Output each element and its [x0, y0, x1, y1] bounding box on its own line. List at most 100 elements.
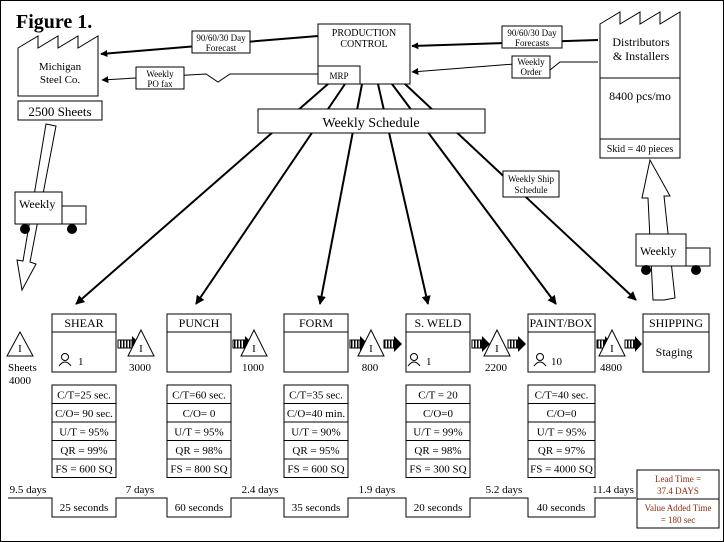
value-added-line1: Value Added Time — [644, 503, 711, 513]
process-metric: C/O= 90 sec. — [55, 408, 113, 420]
data-box-paint-box: C/T=40 sec.C/O=0U/T = 95%QR = 97%FS = 40… — [527, 384, 596, 478]
wait-time: 9.5 days — [10, 484, 47, 496]
process-paint-box: PAINT/BOX 10 — [527, 313, 596, 373]
customer-truck-icon — [635, 233, 711, 275]
process-metric: QR = 99% — [60, 445, 107, 457]
process-metric: C/O=40 min. — [287, 408, 345, 420]
process-name: SHEAR — [64, 316, 103, 330]
data-box-form: C/T=35 sec.C/O=40 min.U/T = 90%QR = 95%F… — [283, 384, 349, 478]
process-metric: U/T = 90% — [291, 427, 340, 439]
process-metric: FS = 600 SQ — [55, 464, 112, 476]
inventory-icon: I — [483, 328, 511, 357]
process-metric: C/T = 20 — [418, 390, 458, 402]
cycle-time: 40 seconds — [537, 502, 586, 514]
inventory-triangles: I I I I I I — [6, 328, 626, 357]
process-punch: PUNCH — [166, 313, 232, 373]
supplier-quantity: 2500 Sheets — [28, 104, 91, 119]
operator-icon — [58, 353, 72, 367]
operator-count: 1 — [426, 356, 432, 368]
svg-text:I: I — [139, 343, 143, 355]
po-fax-arrow — [101, 73, 318, 84]
process-form: FORM — [283, 313, 349, 373]
process-metric: C/T=40 sec. — [535, 390, 589, 402]
lead-time-value: 37.4 DAYS — [657, 486, 699, 496]
operator-icon — [407, 353, 421, 367]
data-box-punch: C/T=60 sec.C/O= 0U/T = 95%QR = 98%FS = 8… — [166, 384, 232, 478]
process-shear: SHEAR 1 — [51, 313, 117, 373]
timeline-cycle-times: 25 seconds 60 seconds 35 seconds 20 seco… — [60, 502, 586, 514]
ship-schedule-line1: Weekly Ship — [508, 174, 555, 184]
process-metric: U/T = 95% — [537, 427, 586, 439]
process-metric: QR = 95% — [292, 445, 339, 457]
mrp-box — [317, 65, 361, 85]
timeline-waits: 9.5 days 7 days 2.4 days 1.9 days 5.2 da… — [10, 484, 634, 496]
supplier-truck-label: Weekly — [19, 197, 55, 211]
svg-text:I: I — [495, 343, 499, 355]
process-metric: C/T=25 sec. — [57, 390, 111, 402]
process-spot-weld: S. WELD 1 — [405, 313, 471, 373]
wait-time: 11.4 days — [592, 484, 634, 496]
weekly-schedule-label: Weekly Schedule — [322, 116, 419, 131]
process-metric: FS = 600 SQ — [287, 464, 344, 476]
cycle-time: 60 seconds — [175, 502, 224, 514]
customer-truck-label: Weekly — [640, 244, 676, 258]
lead-time-line1: Lead Time = — [655, 474, 701, 484]
inventory-icon: I — [598, 328, 626, 357]
inventory-qty-line2: 4000 — [9, 375, 32, 387]
customer-order-arrow — [411, 61, 598, 75]
customer-order-box — [511, 55, 551, 79]
process-name: S. WELD — [414, 316, 461, 330]
process-metric: C/O=0 — [546, 408, 577, 420]
inventory-icon: I — [357, 328, 385, 357]
supplier-truck-icon — [14, 191, 87, 234]
push-arrow-icon — [507, 336, 526, 352]
data-box-shear: C/T=25 sec. C/O= 90 sec. U/T = 95% QR = 99%… — [51, 384, 117, 478]
shipping-name: SHIPPING — [649, 316, 703, 330]
inventory-icon: I — [127, 328, 155, 357]
supplier-quantity-box — [17, 100, 103, 121]
wait-time: 7 days — [126, 484, 154, 496]
process-metric: FS = 300 SQ — [409, 464, 466, 476]
process-metric: FS = 800 SQ — [170, 464, 227, 476]
customer-order-line1: Weekly — [517, 57, 545, 67]
operator-count: 1 — [78, 356, 84, 368]
process-name: PAINT/BOX — [530, 316, 593, 330]
inventory-qty: 800 — [362, 362, 379, 374]
wait-time: 1.9 days — [359, 484, 396, 496]
process-metric: QR = 98% — [414, 445, 461, 457]
weekly-schedule-box — [257, 108, 486, 134]
inventory-qty: 2200 — [485, 362, 508, 374]
supplier-name-line2: Steel Co. — [40, 74, 81, 86]
process-metric: U/T = 99% — [413, 427, 462, 439]
value-added-value: = 180 sec — [661, 515, 696, 525]
supplier-forecast-line1: 90/60/30 Day — [196, 33, 246, 43]
process-name: PUNCH — [179, 316, 220, 330]
process-metric: U/T = 95% — [59, 427, 108, 439]
shipping-sub: Staging — [656, 345, 693, 359]
cycle-time: 20 seconds — [414, 502, 463, 514]
po-fax-line2: PO fax — [147, 79, 173, 89]
inventory-qty: Sheets — [8, 362, 37, 374]
shipping-box: SHIPPING Staging — [642, 313, 710, 373]
figure-title: Figure 1. — [16, 11, 92, 33]
production-control-line1: PRODUCTION — [332, 28, 396, 39]
wait-time: 5.2 days — [486, 484, 523, 496]
ship-schedule-box — [502, 170, 560, 198]
push-arrow-icon — [624, 336, 642, 352]
lead-time-summary: Lead Time = 37.4 DAYS Value Added Time =… — [636, 469, 720, 529]
supplier-forecast-box — [191, 30, 251, 54]
process-metric: U/T = 95% — [174, 427, 223, 439]
inventory-qty: 3000 — [129, 362, 152, 374]
supplier-name-line1: Michigan — [39, 61, 82, 73]
timeline-line — [8, 497, 636, 518]
process-name: FORM — [299, 316, 333, 330]
operator-count: 10 — [551, 356, 563, 368]
production-control-line2: CONTROL — [340, 39, 387, 50]
svg-text:I: I — [369, 343, 373, 355]
cycle-time: 35 seconds — [292, 502, 341, 514]
customer-demand: 8400 pcs/mo — [609, 89, 671, 103]
customer-order-line2: Order — [521, 67, 542, 77]
process-metric: C/O= 0 — [183, 408, 216, 420]
customer-name-line2: & Installers — [613, 49, 670, 63]
process-metric: QR = 98% — [175, 445, 222, 457]
